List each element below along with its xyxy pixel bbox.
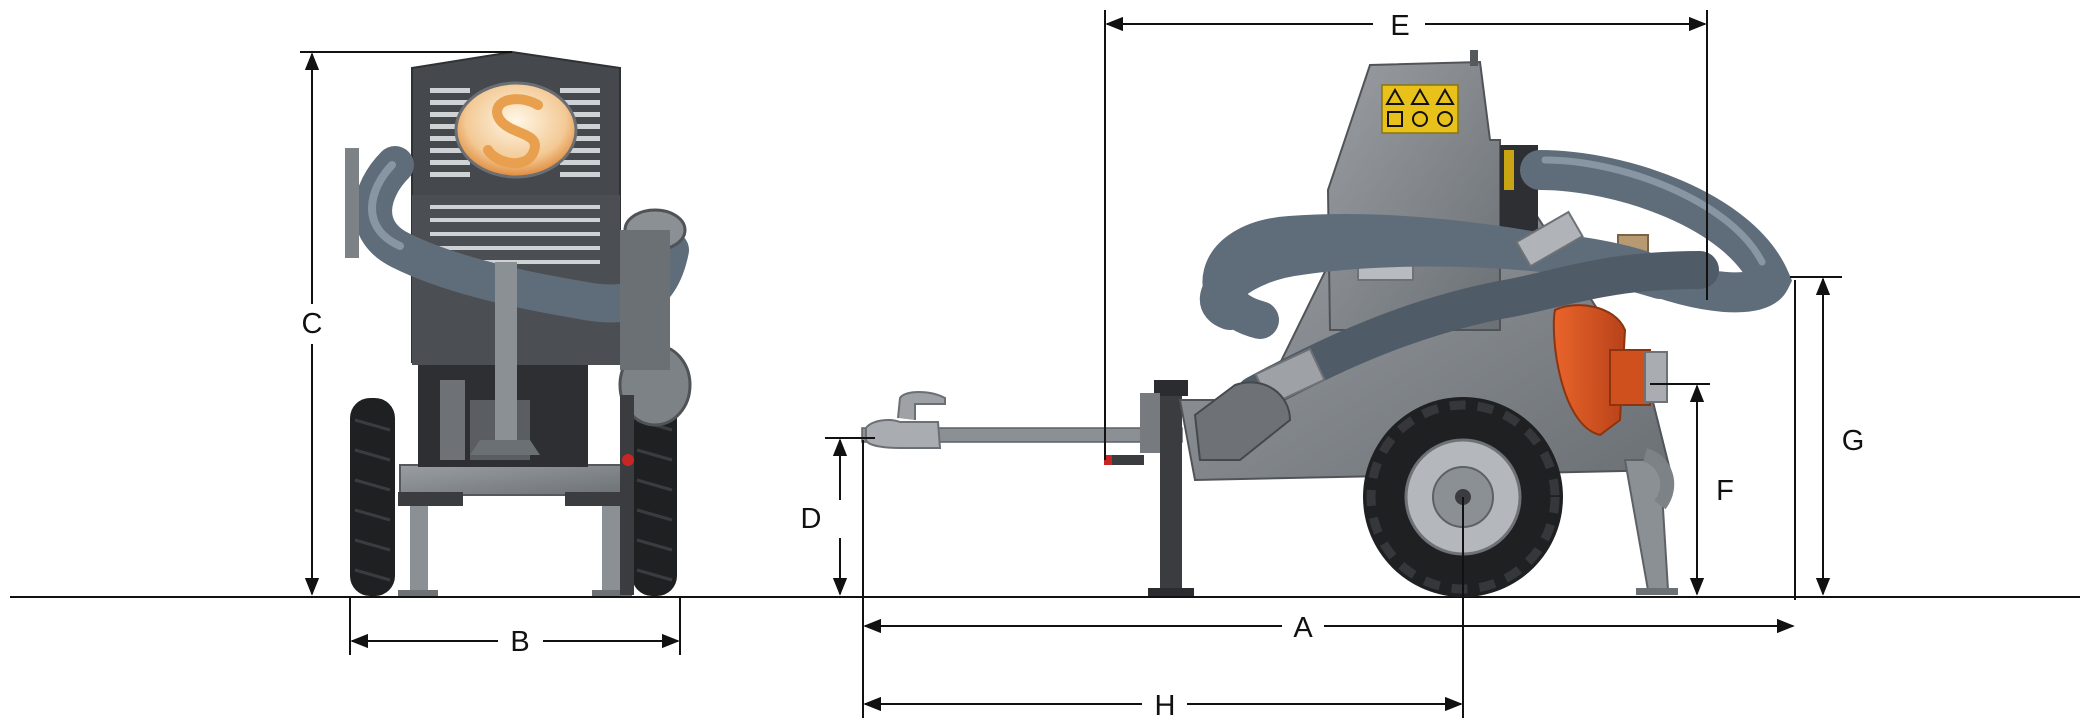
side-pump-body bbox=[1552, 304, 1627, 437]
side-pump-outlet bbox=[1609, 349, 1651, 406]
front-engine-detail-2 bbox=[440, 380, 465, 460]
front-drawbar-head bbox=[470, 440, 540, 455]
dimension-label-f: F bbox=[1716, 475, 1734, 507]
side-rear-brace bbox=[1642, 448, 1675, 510]
front-chassis-bracket-left bbox=[398, 492, 463, 506]
front-view bbox=[345, 50, 692, 596]
side-jockey-top bbox=[1154, 380, 1188, 396]
dimension-h: H bbox=[863, 497, 1464, 721]
front-right-tire bbox=[632, 398, 677, 596]
side-tower-cap bbox=[1470, 50, 1478, 66]
side-hose-loop bbox=[1202, 214, 1679, 339]
side-hose-highlight bbox=[1541, 156, 1766, 266]
side-pump-flange bbox=[1644, 351, 1668, 403]
dimension-c: C bbox=[300, 51, 512, 596]
side-jockey-stand bbox=[1160, 382, 1182, 592]
front-left-leg bbox=[410, 495, 428, 595]
front-jack-stand bbox=[620, 395, 634, 595]
front-right-leg bbox=[602, 495, 620, 595]
side-hitch-handle bbox=[897, 391, 946, 420]
dimension-e: E bbox=[1104, 10, 1708, 460]
side-jockey-clamp bbox=[1140, 393, 1160, 453]
front-left-tire bbox=[350, 398, 395, 596]
side-jockey-handle bbox=[1104, 455, 1144, 465]
dimension-label-d: D bbox=[801, 503, 822, 535]
dimension-f: F bbox=[1650, 383, 1734, 596]
dimension-label-h: H bbox=[1155, 690, 1176, 721]
side-rear-foot bbox=[1636, 588, 1678, 595]
side-strainer bbox=[1193, 381, 1292, 461]
side-hose-fitting-1 bbox=[1515, 210, 1584, 268]
dimension-label-a: A bbox=[1293, 612, 1313, 644]
dimension-label-g: G bbox=[1842, 425, 1865, 457]
dimension-label-c: C bbox=[302, 308, 323, 340]
front-hose-highlight bbox=[368, 161, 404, 250]
front-jack-knob bbox=[622, 454, 634, 466]
dimension-b: B bbox=[349, 598, 681, 658]
dimension-d: D bbox=[801, 437, 875, 596]
front-chassis bbox=[399, 464, 641, 496]
side-jockey-handle-tip bbox=[1104, 455, 1112, 465]
front-left-handle bbox=[345, 148, 359, 258]
side-view bbox=[861, 50, 1793, 597]
front-pump-column bbox=[620, 230, 670, 370]
dimension-g: G bbox=[1790, 276, 1865, 600]
side-engine-accent bbox=[1504, 150, 1514, 190]
brand-logo-s bbox=[483, 94, 543, 169]
side-hitch-coupling bbox=[865, 419, 942, 449]
warning-sticker-icon bbox=[1381, 84, 1459, 134]
front-left-foot bbox=[398, 590, 438, 596]
dimension-label-b: B bbox=[510, 626, 529, 658]
front-chassis-bracket-right bbox=[565, 492, 630, 506]
front-drawbar-post bbox=[495, 262, 517, 452]
side-jockey-foot bbox=[1148, 588, 1194, 596]
dimension-a: A bbox=[862, 440, 1795, 718]
front-tire-treads bbox=[354, 418, 673, 582]
front-right-foot bbox=[592, 590, 632, 596]
dimension-label-e: E bbox=[1390, 10, 1409, 42]
